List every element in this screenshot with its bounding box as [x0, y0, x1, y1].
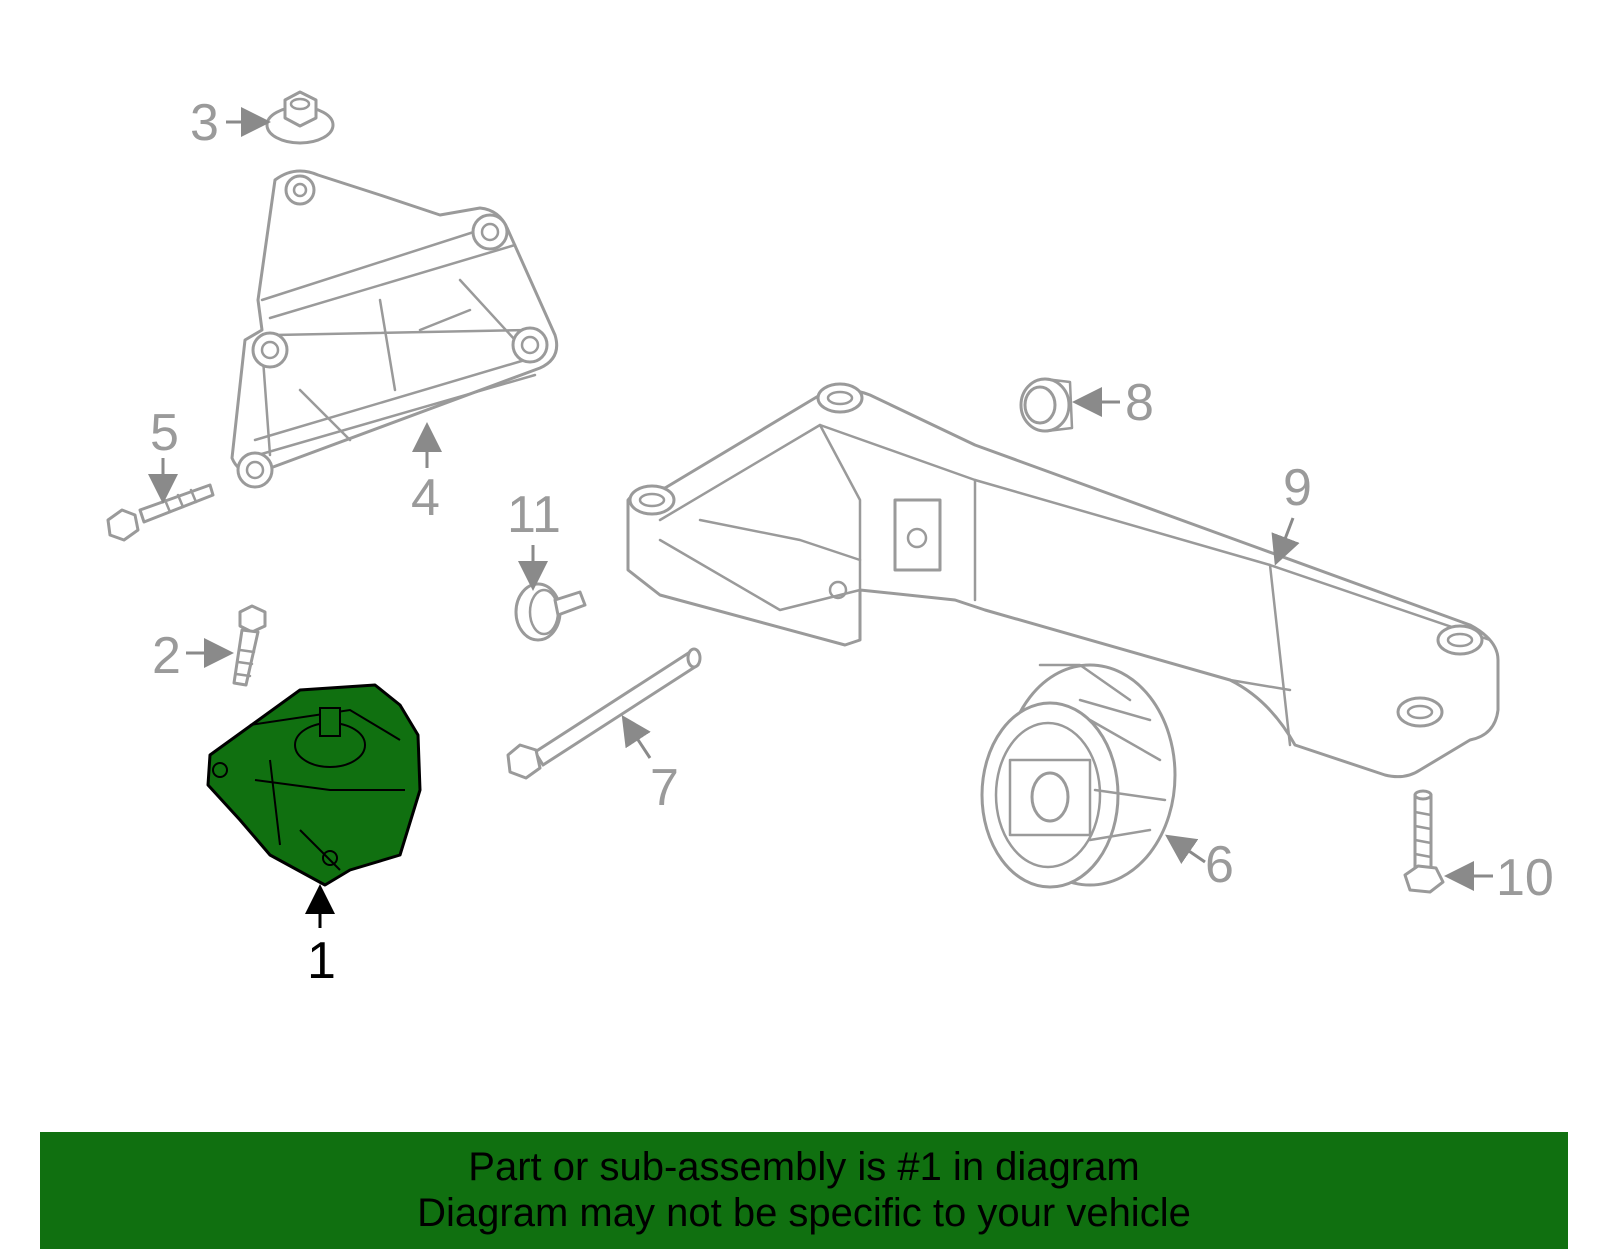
- callout-7[interactable]: 7: [650, 759, 679, 817]
- callout-2[interactable]: 2: [152, 627, 181, 685]
- callout-9[interactable]: 9: [1283, 459, 1312, 517]
- part-3-flange-nut[interactable]: [265, 90, 335, 145]
- part-7-long-bolt[interactable]: [506, 647, 702, 780]
- part-1-engine-mount[interactable]: [206, 683, 422, 887]
- callout-10[interactable]: 10: [1496, 849, 1554, 907]
- callout-6[interactable]: 6: [1205, 836, 1234, 894]
- callout-8[interactable]: 8: [1125, 374, 1154, 432]
- callout-5[interactable]: 5: [150, 404, 179, 462]
- callout-1[interactable]: 1: [307, 932, 336, 990]
- part-8-bushing[interactable]: [1019, 377, 1074, 433]
- part-4-bracket[interactable]: [230, 169, 559, 489]
- part-11-pin[interactable]: [514, 582, 587, 642]
- leader-6: [1165, 834, 1206, 864]
- banner-line-1: Part or sub-assembly is #1 in diagram: [468, 1145, 1140, 1189]
- banner-line-2: Diagram may not be specific to your vehi…: [417, 1191, 1191, 1235]
- leader-9: [1271, 517, 1300, 566]
- parts-diagram: 3 4 5 2 11 7 8 9 6 10 1: [106, 90, 1554, 990]
- leader-7: [621, 714, 652, 759]
- callout-11[interactable]: 11: [507, 486, 561, 544]
- part-6-transmission-mount[interactable]: [980, 663, 1177, 889]
- part-9-crossmember[interactable]: [626, 382, 1500, 779]
- part-2-bolt[interactable]: [232, 604, 267, 687]
- callout-3[interactable]: 3: [190, 94, 219, 152]
- info-banner: Part or sub-assembly is #1 in diagram Di…: [40, 1132, 1568, 1249]
- callout-4[interactable]: 4: [411, 469, 440, 527]
- part-5-bolt[interactable]: [106, 483, 215, 542]
- part-10-bolt[interactable]: [1403, 789, 1445, 894]
